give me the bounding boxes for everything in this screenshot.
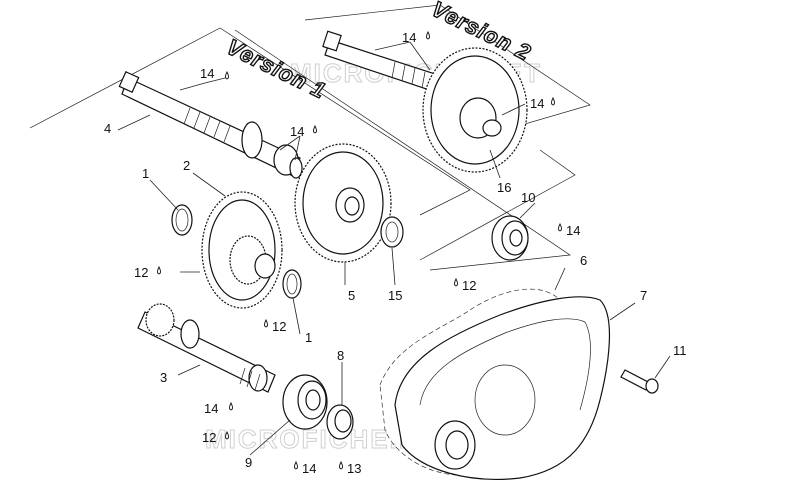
- callout-14-bearing: 14: [566, 223, 580, 238]
- callout-10: 10: [521, 190, 535, 205]
- callout-11: 11: [673, 343, 687, 358]
- callout-12-hub: 12: [272, 319, 286, 334]
- shaft-3: [137, 303, 276, 393]
- version-1-frame-lower: [234, 29, 571, 271]
- callout-3: 3: [160, 370, 167, 385]
- callout-labels: 1 1 2 3 4 5 6 7 8 9 10 11 12 12 12 12 13…: [104, 30, 687, 476]
- callout-12-bearing: 12: [462, 278, 476, 293]
- callout-1-lower: 1: [305, 330, 312, 345]
- callout-14-shaft: 14: [204, 401, 218, 416]
- callout-14-bottom: 14: [302, 461, 316, 476]
- washer-1-lower: [282, 269, 302, 299]
- callout-13: 13: [347, 461, 361, 476]
- washer-15: [380, 216, 404, 248]
- callout-14-v1-left: 14: [200, 66, 214, 81]
- version-2-frame: [304, 4, 591, 141]
- oil-drops: [157, 30, 562, 470]
- seal-8: [326, 404, 354, 440]
- gear-version-2: [422, 47, 528, 173]
- callout-14-v2-right: 14: [530, 96, 544, 111]
- bolt-11: [620, 369, 659, 394]
- callout-12-bottom: 12: [202, 430, 216, 445]
- callout-4: 4: [104, 121, 111, 136]
- version-2-frame-lower: [419, 149, 576, 261]
- callout-15: 15: [388, 288, 402, 303]
- callout-2: 2: [183, 158, 190, 173]
- callout-5: 5: [348, 288, 355, 303]
- bearing-10: [491, 215, 529, 261]
- callout-9: 9: [245, 455, 252, 470]
- shaft-version-1: [118, 71, 303, 179]
- callout-8: 8: [337, 348, 344, 363]
- callout-16: 16: [497, 180, 511, 195]
- callout-6: 6: [580, 253, 587, 268]
- callout-14-v2-top: 14: [402, 30, 416, 45]
- callout-1-upper: 1: [142, 166, 149, 181]
- leader-lines: [117, 41, 671, 456]
- gear-5: [294, 143, 392, 263]
- cover-7: [394, 296, 611, 480]
- callout-14-v1-right: 14: [290, 124, 304, 139]
- bearing-9: [282, 374, 328, 430]
- washer-1-upper: [171, 204, 193, 236]
- callout-7: 7: [640, 288, 647, 303]
- gear-2: [201, 191, 283, 309]
- callout-12-gear: 12: [134, 265, 148, 280]
